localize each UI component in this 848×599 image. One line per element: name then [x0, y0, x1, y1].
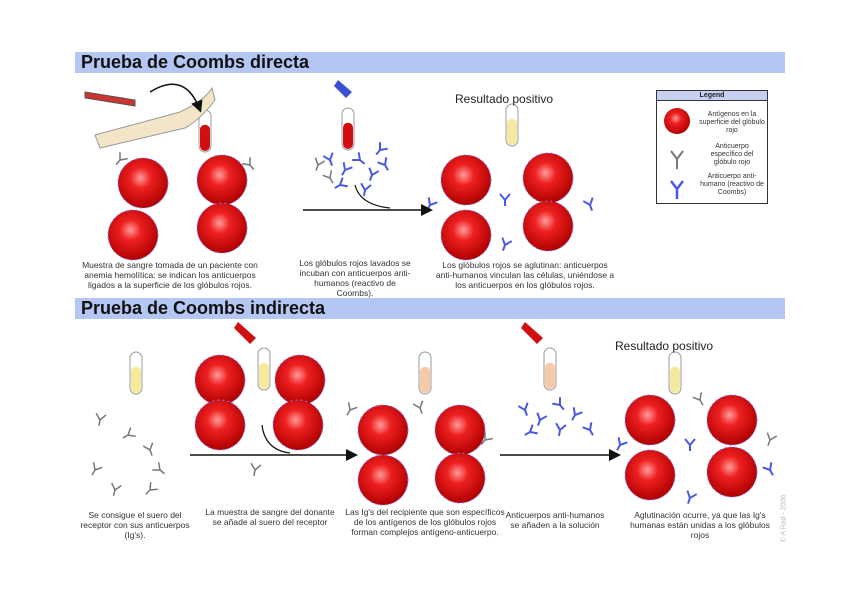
dropper-icon — [334, 80, 352, 98]
legend: Legend Antígenos en la superficie del gl… — [656, 90, 768, 204]
antibody-gray — [145, 482, 158, 495]
red-blood-cell — [194, 354, 246, 406]
antibody-blue — [536, 412, 548, 426]
antibody-gray — [314, 157, 326, 171]
antibody-gray — [322, 170, 334, 184]
antibody-blue — [552, 397, 565, 411]
antibody-blue — [582, 422, 594, 436]
legend-item-antihuman-antibody: Anticuerpo anti-humano (reactivo de Coom… — [700, 173, 764, 196]
test-tube-serum — [129, 351, 143, 395]
copyright: © A Rad - 2006 — [780, 494, 788, 543]
test-tube-positive-result — [505, 103, 519, 147]
antibody-blue — [582, 197, 594, 211]
antibody-gray — [766, 432, 778, 446]
antibody-gray — [242, 157, 255, 171]
antibody-gray — [115, 152, 128, 166]
antibody-blue — [352, 152, 366, 165]
direct-result-label: Resultado positivo — [455, 92, 554, 106]
antibody-blue — [616, 437, 628, 451]
legend-icons — [664, 108, 690, 199]
test-tube-positive-result-indirect — [668, 351, 682, 395]
red-blood-cell — [434, 404, 486, 456]
indirect-caption-5: Aglutinación ocurre, ya que las Ig's hum… — [630, 510, 770, 540]
antibody-gray — [122, 427, 136, 439]
red-blood-cell — [522, 152, 574, 204]
antibody-blue — [360, 182, 372, 197]
syringe-icon — [84, 91, 136, 107]
red-blood-cell — [357, 454, 409, 506]
antibody-blue — [517, 402, 529, 416]
indirect-result-label: Resultado positivo — [615, 339, 714, 353]
antibody-gray — [152, 462, 166, 475]
antibody-blue — [375, 142, 388, 156]
antibody-gray — [111, 482, 122, 496]
direct-caption-2: Los glóbulos rojos lavados se incuban co… — [299, 258, 411, 298]
antibody-blue — [368, 167, 380, 181]
direct-test-title: Prueba de Coombs directa — [75, 52, 785, 73]
antibody-blue — [377, 157, 389, 171]
red-blood-cell — [196, 202, 248, 254]
dropper-icon — [521, 322, 543, 344]
antibody-blue — [684, 438, 696, 451]
direct-caption-1: Muestra de sangre tomada de un paciente … — [82, 260, 258, 290]
indirect-caption-3: Las Ig's del recipiente que son específi… — [345, 507, 505, 537]
direct-caption-3: Los glóbulos rojos se aglutinan: anticue… — [435, 260, 615, 290]
red-blood-cell — [107, 209, 159, 261]
antibody-gray — [91, 462, 103, 476]
red-blood-cell — [522, 200, 574, 252]
indirect-test-title: Prueba de Coombs indirecta — [75, 298, 785, 319]
dropper-icon — [234, 322, 256, 344]
curved-arrow-mid — [354, 184, 391, 209]
antibody-gray — [95, 412, 107, 427]
antibody-blue — [762, 462, 774, 476]
antibody-blue — [686, 490, 698, 504]
test-tube-serum-donor — [257, 347, 271, 391]
antibody-gray — [480, 432, 493, 446]
red-blood-cell — [434, 452, 486, 504]
red-blood-cell-antigen-icon — [664, 108, 690, 134]
red-blood-cell — [706, 394, 758, 446]
antibody-blue — [571, 407, 583, 421]
test-tube-incubated — [418, 351, 432, 395]
red-blood-cell — [272, 399, 324, 451]
red-blood-cell — [440, 154, 492, 206]
red-blood-cell — [274, 354, 326, 406]
legend-title: Legend — [657, 91, 767, 101]
antibody-gray — [692, 392, 704, 406]
antibody-blue — [322, 152, 334, 166]
test-tube-washed-cells — [341, 107, 355, 151]
red-blood-cell — [624, 394, 676, 446]
red-blood-cell — [624, 449, 676, 501]
antibody-gray — [346, 402, 358, 416]
curved-arrow-bottom — [261, 424, 291, 454]
indirect-caption-4: Anticuerpos anti-humanos se añaden a la … — [505, 510, 605, 530]
antibody-gray — [412, 400, 424, 414]
antibody-blue — [499, 193, 511, 206]
antibody-blue — [341, 162, 353, 176]
red-blood-cell — [706, 446, 758, 498]
legend-item-antigen: Antígenos en la superficie del glóbulo r… — [699, 111, 765, 134]
indirect-caption-2: La muestra de sangre del donante se añad… — [205, 507, 335, 527]
antibody-blue-icon — [670, 180, 684, 199]
antibody-gray-icon — [670, 150, 684, 169]
antibody-gray — [142, 442, 154, 456]
antibody-blue — [334, 177, 348, 189]
antibody-blue — [555, 422, 567, 437]
red-blood-cell — [117, 157, 169, 209]
red-blood-cell — [196, 154, 248, 206]
red-blood-cell — [440, 209, 492, 261]
antibody-blue — [524, 424, 538, 436]
indirect-caption-1: Se consigue el suero del receptor con su… — [80, 510, 190, 540]
legend-item-specific-antibody: Anticuerpo específico del glóbulo rojo — [710, 143, 754, 166]
antibody-blue — [501, 237, 513, 251]
antibody-gray — [250, 462, 262, 477]
red-blood-cell — [194, 399, 246, 451]
curved-arrow-top — [149, 83, 203, 113]
red-blood-cell — [357, 404, 409, 456]
test-tube-antihuman — [543, 347, 557, 391]
